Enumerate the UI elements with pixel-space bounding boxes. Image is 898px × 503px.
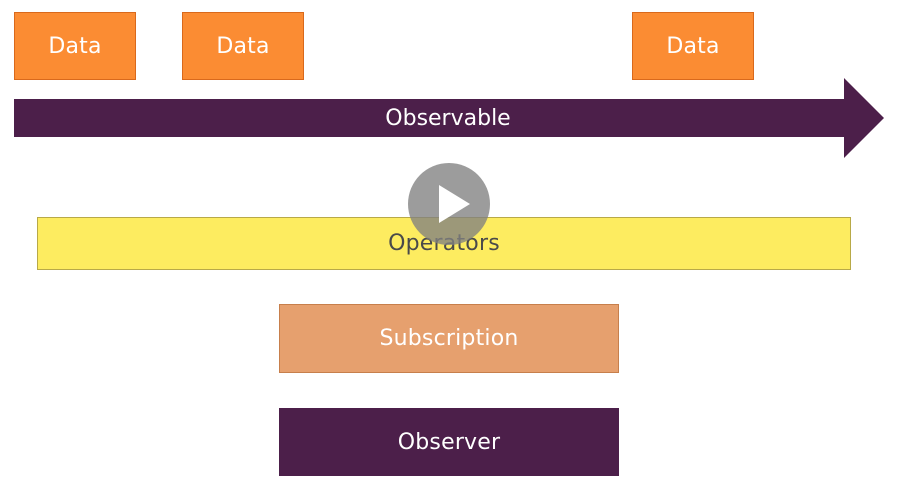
play-button[interactable]: [408, 163, 490, 245]
data-label: Data: [216, 33, 270, 59]
play-icon: [439, 185, 470, 223]
subscription-box: Subscription: [279, 304, 619, 373]
observer-label: Observer: [397, 429, 501, 455]
data-label: Data: [48, 33, 102, 59]
data-box: Data: [182, 12, 304, 80]
subscription-label: Subscription: [379, 326, 519, 351]
observer-box: Observer: [279, 408, 619, 476]
observable-label: Observable: [385, 105, 511, 131]
data-box: Data: [632, 12, 754, 80]
data-box: Data: [14, 12, 136, 80]
data-label: Data: [666, 33, 720, 59]
observable-arrow-shape: [14, 78, 884, 158]
observable-arrow: [14, 78, 884, 158]
